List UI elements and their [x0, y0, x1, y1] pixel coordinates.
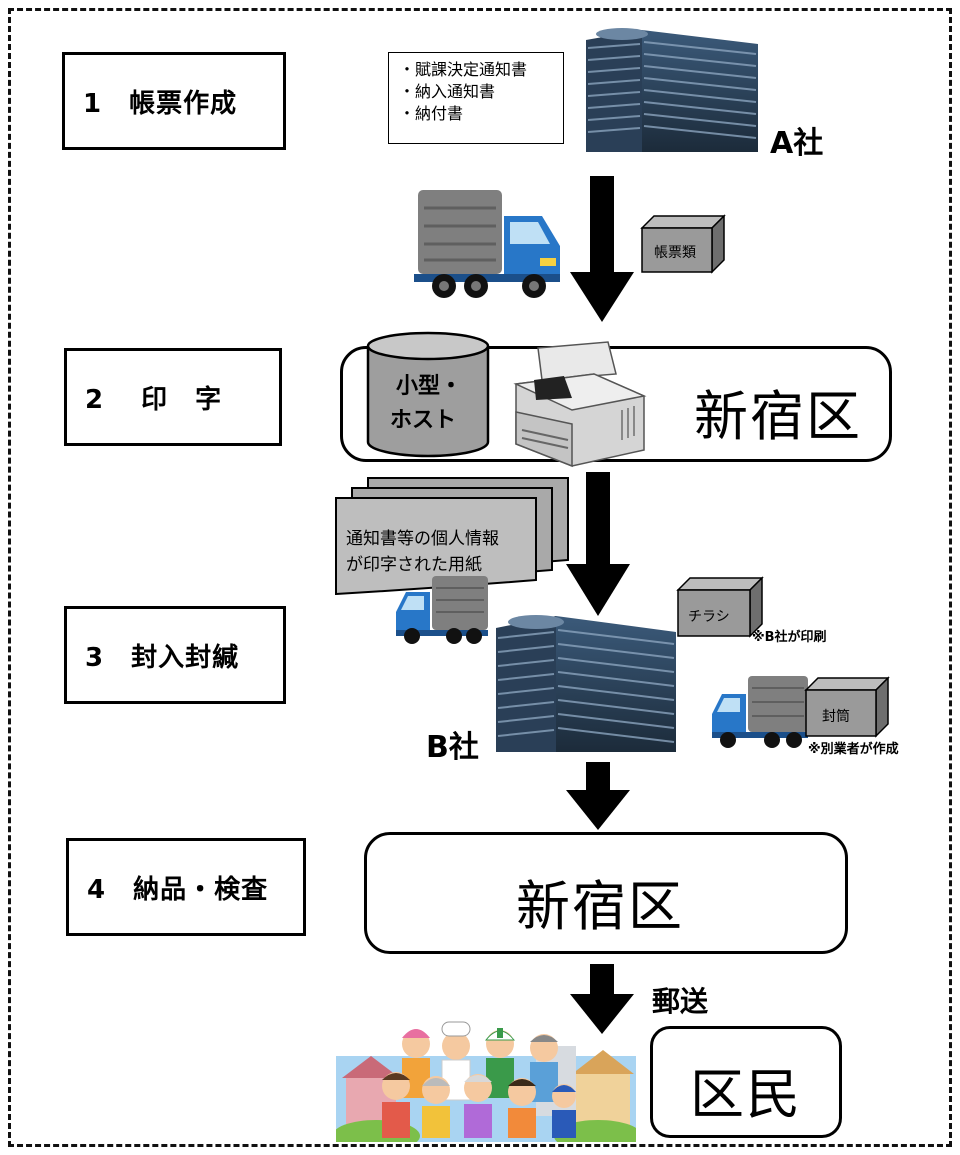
company-a-name: A社 [770, 126, 824, 161]
flyer-label: チラシ [688, 609, 730, 625]
delivery-box [364, 832, 848, 954]
delivery-office: 新宿区 [516, 875, 684, 938]
forms-label: 帳票類 [654, 245, 696, 261]
step-1-label: 1 帳票作成 [83, 88, 238, 119]
envelope-crate: 封筒 [804, 676, 890, 738]
host-label-line2: ホスト [390, 408, 457, 433]
document-item: ・賦課決定通知書 [399, 60, 528, 79]
envelope-label: 封筒 [822, 709, 850, 725]
step-1-box: 1 帳票作成 [62, 52, 286, 150]
flow-arrow-4 [570, 964, 634, 1034]
step-4-label: 4 納品・検査 [87, 874, 269, 905]
truck-icon [710, 674, 810, 750]
company-b-name: B社 [426, 730, 479, 765]
step-3-box: 3 封入封緘 [64, 606, 286, 704]
flyer-note: ※B社が印刷 [752, 630, 827, 645]
flow-arrow-2 [566, 472, 630, 616]
host-label-line1: 小型・ [396, 374, 463, 399]
truck-icon [414, 188, 564, 300]
step-3-label: 3 封入封緘 [85, 642, 240, 673]
recipient-box [650, 1026, 842, 1138]
recipient-label: 区民 [690, 1063, 802, 1126]
building-b-icon [492, 612, 680, 754]
flyer-crate: チラシ [676, 576, 764, 638]
printed-paper-stack [334, 476, 574, 596]
dashed-frame [8, 8, 952, 1147]
printed-paper-line2: が印字された用紙 [346, 555, 482, 575]
flow-arrow-1 [570, 176, 634, 322]
host-cylinder [366, 330, 490, 460]
document-item: ・納入通知書 [399, 82, 496, 101]
truck-icon [394, 574, 490, 646]
building-a-icon [582, 26, 762, 154]
document-list: ・賦課決定通知書 ・納入通知書 ・納付書 [388, 52, 564, 144]
step-2-box: 2 印 字 [64, 348, 282, 446]
forms-crate: 帳票類 [640, 214, 726, 274]
envelope-note: ※別業者が作成 [808, 742, 899, 757]
flow-arrow-3 [566, 762, 630, 830]
step-4-box: 4 納品・検査 [66, 838, 306, 936]
step-2-label: 2 印 字 [85, 384, 223, 415]
printer-icon [512, 340, 648, 468]
document-item: ・納付書 [399, 104, 464, 123]
residents-illustration [336, 1016, 636, 1142]
printed-paper-line1: 通知書等の個人情報 [346, 529, 499, 549]
print-stage-office: 新宿区 [694, 385, 862, 448]
mail-label: 郵送 [652, 985, 709, 1018]
